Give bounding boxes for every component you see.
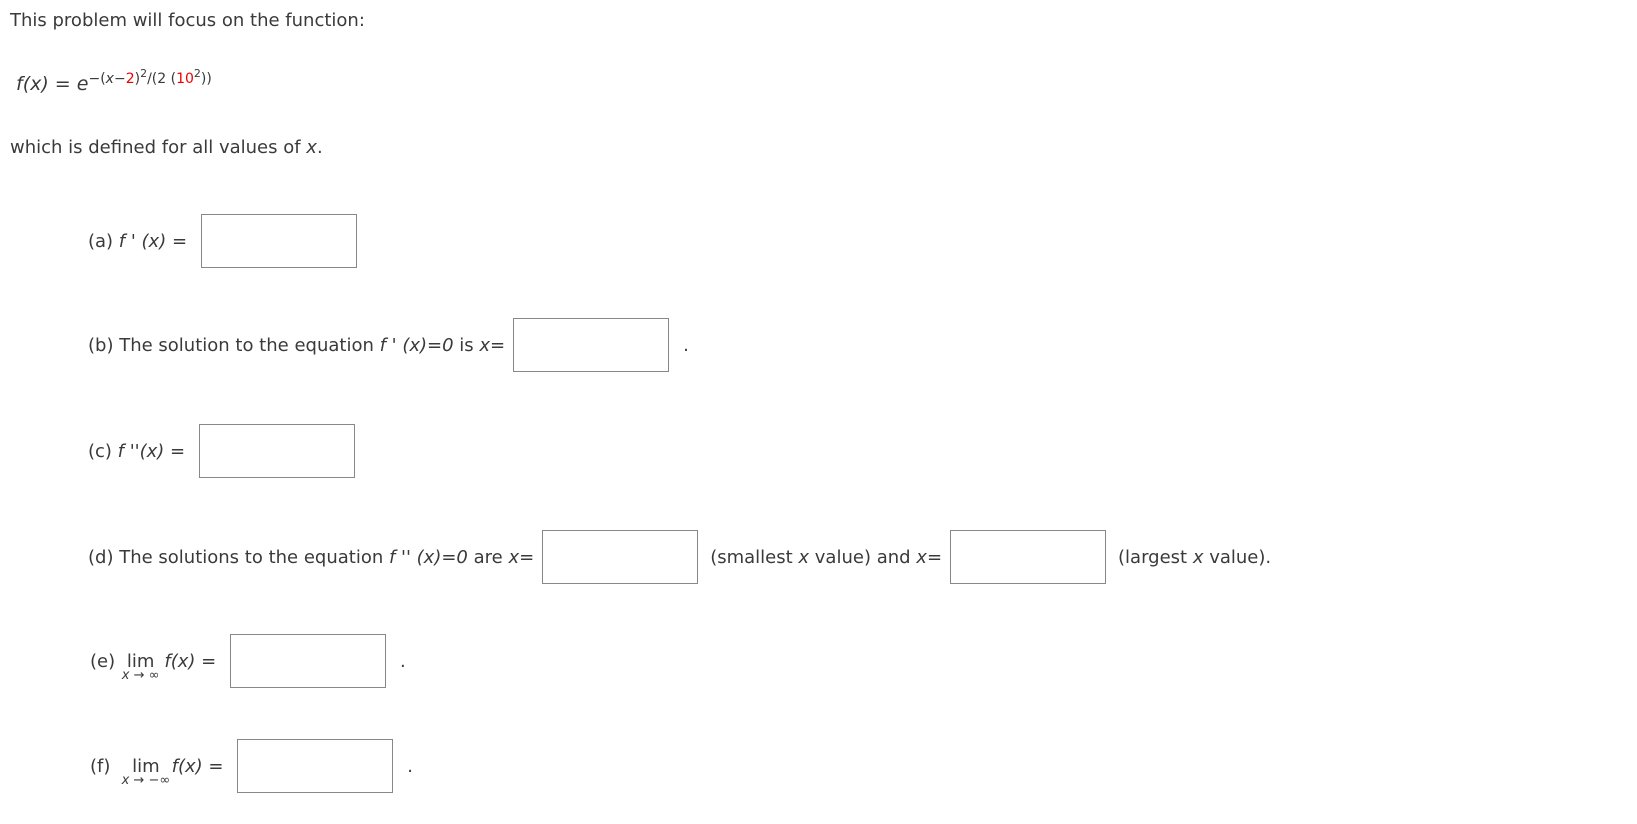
part-e-equals: = bbox=[195, 650, 222, 672]
part-b-period: . bbox=[683, 334, 689, 356]
answer-input-d-smallest[interactable] bbox=[542, 530, 699, 584]
part-d-var-x2: x bbox=[916, 546, 927, 568]
defined-prefix: which is defined for all values of bbox=[10, 137, 307, 158]
part-a-row: (a) f ' (x) = bbox=[88, 214, 357, 268]
part-d-smallest-var: x bbox=[798, 546, 810, 568]
part-f-label: (f) bbox=[90, 755, 117, 777]
defined-suffix: . bbox=[316, 137, 323, 158]
formula-base-e: e bbox=[76, 73, 89, 95]
part-f-period: . bbox=[407, 755, 413, 777]
part-d-mid: are bbox=[467, 546, 509, 568]
part-a-label: (a) bbox=[88, 230, 119, 252]
part-d-largest-pre: (largest bbox=[1118, 546, 1193, 568]
defined-text: which is defined for all values of x. bbox=[10, 136, 323, 160]
defined-var-x: x bbox=[306, 137, 317, 158]
intro-text: This problem will focus on the function: bbox=[10, 10, 365, 31]
answer-input-c[interactable] bbox=[198, 424, 355, 478]
lim-sub-var: x bbox=[121, 667, 130, 683]
lim-word: lim bbox=[126, 650, 155, 672]
lim-sub-arrow-neg-infinity: → −∞ bbox=[129, 772, 171, 788]
part-d-var-x1: x bbox=[508, 546, 520, 568]
exp-open: −( bbox=[88, 71, 106, 87]
formula-lhs: f(x) bbox=[16, 73, 49, 95]
formula-exponent: −(x−2)2/(2 (102)) bbox=[88, 68, 212, 87]
part-d-smallest-pre: (smallest bbox=[710, 546, 799, 568]
part-d-smallest-post: value) and bbox=[809, 546, 917, 568]
exp-square-2: 2 bbox=[193, 67, 201, 80]
exp-minus: − bbox=[113, 71, 126, 87]
part-b-math: f ' (x)=0 bbox=[379, 334, 454, 356]
part-c-row: (c) f ''(x) = bbox=[88, 424, 355, 478]
exp-param-2: 2 bbox=[125, 71, 135, 87]
answer-input-d-largest[interactable] bbox=[950, 530, 1107, 584]
part-d-math: f '' (x)=0 bbox=[388, 546, 468, 568]
part-a-math: f ' (x) bbox=[118, 230, 167, 252]
exp-end: )) bbox=[200, 71, 212, 87]
part-e-label: (e) bbox=[90, 650, 121, 672]
exp-mid: /(2 ( bbox=[147, 71, 177, 87]
lim-sub-var: x bbox=[121, 772, 130, 788]
part-e-period: . bbox=[399, 650, 406, 672]
exp-close: ) bbox=[134, 71, 141, 87]
part-c-math: f ''(x) bbox=[117, 440, 165, 462]
answer-input-e[interactable] bbox=[229, 634, 386, 688]
part-b-var-x: x bbox=[479, 334, 491, 356]
lim-word: lim bbox=[132, 755, 160, 777]
formula-equals: = bbox=[48, 73, 77, 95]
part-d-largest-post: value). bbox=[1203, 546, 1272, 568]
part-f-equals: = bbox=[202, 755, 230, 777]
answer-input-a[interactable] bbox=[200, 214, 357, 268]
part-d-row: (d) The solutions to the equation f '' (… bbox=[88, 530, 1271, 584]
part-f-math: f(x) bbox=[171, 755, 203, 777]
part-b-equals: = bbox=[490, 334, 506, 356]
part-d-label: (d) The solutions to the equation bbox=[88, 546, 389, 568]
lim-sub-arrow-infinity: → ∞ bbox=[129, 667, 160, 683]
part-c-label: (c) bbox=[88, 440, 118, 462]
part-c-equals: = bbox=[164, 440, 191, 462]
function-formula: f(x) = e−(x−2)2/(2 (102)) bbox=[16, 68, 212, 98]
part-d-largest-var: x bbox=[1192, 546, 1204, 568]
part-b-row: (b) The solution to the equation f ' (x)… bbox=[88, 318, 689, 372]
answer-input-f[interactable] bbox=[237, 739, 394, 793]
part-d-equals2: = bbox=[926, 546, 943, 568]
lim-subscript: x → −∞ bbox=[122, 774, 171, 787]
part-b-mid: is bbox=[453, 334, 480, 356]
answer-input-b[interactable] bbox=[513, 318, 670, 372]
exp-param-10: 10 bbox=[176, 71, 194, 87]
part-b-label: (b) The solution to the equation bbox=[88, 334, 380, 356]
exp-var-x: x bbox=[105, 71, 114, 87]
exp-square-1: 2 bbox=[140, 67, 148, 80]
part-a-equals: = bbox=[166, 230, 193, 252]
lim-subscript: x → ∞ bbox=[122, 669, 160, 682]
part-d-equals1: = bbox=[519, 546, 535, 568]
part-e-math: f(x) bbox=[164, 650, 196, 672]
